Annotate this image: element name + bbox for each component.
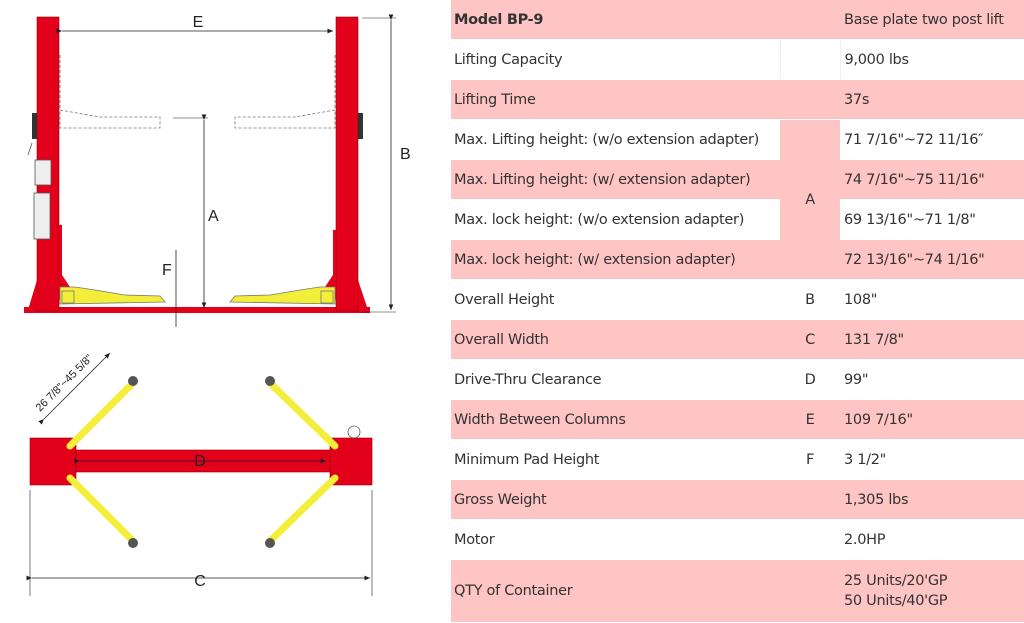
- row-value: 37s: [840, 79, 1024, 120]
- front-view: E B A F: [24, 14, 411, 327]
- row-label: Gross Weight: [451, 479, 780, 520]
- table-row: Gross Weight 1,305 lbs: [451, 479, 1024, 520]
- dim-e-label: E: [193, 14, 204, 31]
- row-value: 9,000 lbs: [840, 39, 1024, 80]
- row-value: 108": [840, 279, 1024, 320]
- model-name: Model BP-9: [451, 0, 780, 40]
- row-value: 74 7/16"~75 11/16": [840, 159, 1024, 200]
- table-row: Max. Lifting height: (w/o extension adap…: [451, 119, 1024, 280]
- table-row: Drive-Thru Clearance D 99": [451, 359, 1024, 400]
- raised-arms: [59, 55, 336, 129]
- row-label: Overall Height: [451, 279, 780, 320]
- table-row: Max. Lifting height: (w/ extension adapt…: [451, 159, 1024, 200]
- row-label: Max. Lifting height: (w/ extension adapt…: [451, 159, 780, 200]
- dim-d-label: D: [194, 453, 206, 470]
- row-label: Width Between Columns: [451, 399, 780, 440]
- row-label: Overall Width: [451, 319, 780, 360]
- row-value: 25 Units/20'GP 50 Units/40'GP: [840, 559, 1024, 623]
- model-description: Base plate two post lift: [840, 0, 1024, 40]
- dim-f-label: F: [162, 262, 172, 279]
- row-value: 99": [840, 359, 1024, 400]
- row-letter: F: [780, 439, 840, 480]
- row-label: Max. Lifting height: (w/o extension adap…: [451, 119, 780, 160]
- top-view: D 26 7/8"~45 5/8" C: [26, 352, 373, 596]
- row-value: 71 7/16"~72 11/16″: [840, 119, 1024, 160]
- row-label: Lifting Time: [451, 79, 780, 120]
- table-row: Overall Width C 131 7/8": [451, 319, 1024, 360]
- table-row: Max. lock height: (w/ extension adapter)…: [451, 239, 1024, 280]
- table-row: Lifting Capacity 9,000 lbs: [451, 39, 1024, 80]
- row-value: 69 13/16"~71 1/8": [840, 199, 1024, 240]
- container-40gp: 50 Units/40'GP: [844, 593, 948, 609]
- row-label: Motor: [451, 519, 780, 560]
- row-value: 109 7/16": [840, 399, 1024, 440]
- dim-a-label: A: [208, 208, 219, 225]
- row-value: 131 7/8": [840, 319, 1024, 360]
- spec-table: Model BP-9 Base plate two post lift Lift…: [451, 0, 1024, 623]
- row-label: Max. lock height: (w/ extension adapter): [451, 239, 780, 280]
- row-label: QTY of Container: [451, 559, 780, 623]
- row-letter: C: [780, 319, 840, 360]
- table-row: Overall Height B 108": [451, 279, 1024, 320]
- row-label: Minimum Pad Height: [451, 439, 780, 480]
- dim-b-label: B: [400, 146, 411, 163]
- arm-range-label: 26 7/8"~45 5/8": [34, 352, 96, 414]
- dim-c-label: C: [194, 573, 206, 590]
- table-row: Minimum Pad Height F 3 1/2": [451, 439, 1024, 480]
- container-20gp: 25 Units/20'GP: [844, 573, 948, 589]
- table-row: QTY of Container 25 Units/20'GP 50 Units…: [451, 559, 1024, 623]
- row-letter: B: [780, 279, 840, 320]
- row-value: 1,305 lbs: [840, 479, 1024, 520]
- floor-plate: [24, 307, 370, 313]
- row-letter: E: [780, 399, 840, 440]
- table-header-row: Model BP-9 Base plate two post lift: [451, 0, 1024, 40]
- row-label: Drive-Thru Clearance: [451, 359, 780, 400]
- table-row: Width Between Columns E 109 7/16": [451, 399, 1024, 440]
- arm-pads: [128, 376, 275, 548]
- table-row: Motor 2.0HP: [451, 519, 1024, 560]
- row-label: Lifting Capacity: [451, 39, 780, 80]
- table-row: Max. lock height: (w/o extension adapter…: [451, 199, 1024, 240]
- right-post: [335, 16, 359, 312]
- row-letter: D: [780, 359, 840, 400]
- row-value: 72 13/16"~74 1/16": [840, 239, 1024, 280]
- power-unit: [27, 142, 52, 240]
- lowered-arms: [59, 286, 336, 305]
- row-value: 3 1/2": [840, 439, 1024, 480]
- lift-diagram: E B A F D 26 7/8"~45 5/8" C: [24, 14, 411, 596]
- table-row: Lifting Time 37s: [451, 79, 1024, 120]
- row-letter: A: [780, 119, 840, 280]
- row-label: Max. lock height: (w/o extension adapter…: [451, 199, 780, 240]
- row-value: 2.0HP: [840, 519, 1024, 560]
